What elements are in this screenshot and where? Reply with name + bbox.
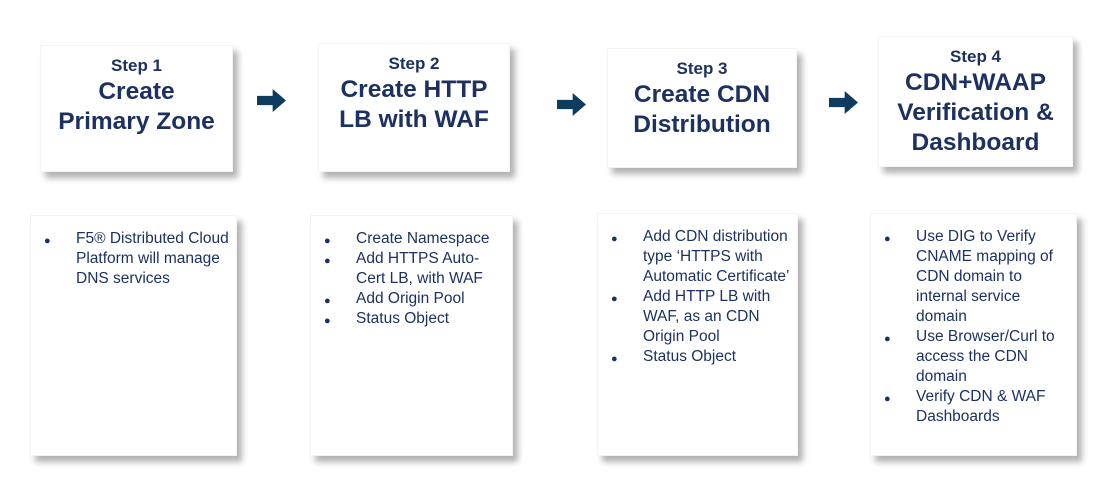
bullet-item: Use DIG to Verify CNAME mapping of CDN d… [883,227,1072,327]
bullet-item: Add HTTPS Auto-Cert LB, with WAF [323,249,508,289]
step-2-details-box: Create NamespaceAdd HTTPS Auto-Cert LB, … [310,215,513,456]
step-1-box: Step 1 Create Primary Zone [40,45,233,172]
arrow-right-icon [557,93,586,116]
step-3-title: Create CDN Distribution [633,81,771,138]
step-2-label: Step 2 [388,54,440,73]
step-3-bullet-list: Add CDN distribution type ‘HTTPS with Au… [598,214,797,369]
bullet-item: Create Namespace [323,229,508,251]
bullet-item: Verify CDN & WAF Dashboards [883,387,1072,427]
step-1-bullet-list: F5® Distributed Cloud Platform will mana… [31,216,236,289]
bullet-item: Status Object [323,309,508,331]
step-2-box: Step 2 Create HTTP LB with WAF [318,43,510,172]
step-2-title: Create HTTP LB with WAF [339,76,489,133]
bullet-item: Status Object [610,347,793,369]
bullet-item: F5® Distributed Cloud Platform will mana… [43,229,232,289]
step-1-label: Step 1 [110,56,163,75]
bullet-item: Add HTTP LB with WAF, as an CDN Origin P… [610,287,793,347]
step-2-bullet-list: Create NamespaceAdd HTTPS Auto-Cert LB, … [311,216,512,331]
step-3-details-box: Add CDN distribution type ‘HTTPS with Au… [597,213,798,456]
arrow-right-icon [829,91,858,114]
bullet-item: Use Browser/Curl to access the CDN domai… [883,327,1072,387]
step-4-details-box: Use DIG to Verify CNAME mapping of CDN d… [870,213,1077,456]
arrow-right-icon [257,89,286,112]
step-1-title: Create Primary Zone [58,78,215,135]
step-4-bullet-list: Use DIG to Verify CNAME mapping of CDN d… [871,214,1076,427]
step-4-title: CDN+WAAP Verification & Dashboard [897,69,1054,156]
step-3-label: Step 3 [676,59,728,78]
step-3-box: Step 3 Create CDN Distribution [607,48,797,168]
bullet-item: Add CDN distribution type ‘HTTPS with Au… [610,227,793,287]
step-4-label: Step 4 [949,47,1002,66]
bullet-item: Add Origin Pool [323,289,508,311]
step-4-box: Step 4 CDN+WAAP Verification & Dashboard [878,36,1073,167]
step-1-details-box: F5® Distributed Cloud Platform will mana… [30,215,237,456]
